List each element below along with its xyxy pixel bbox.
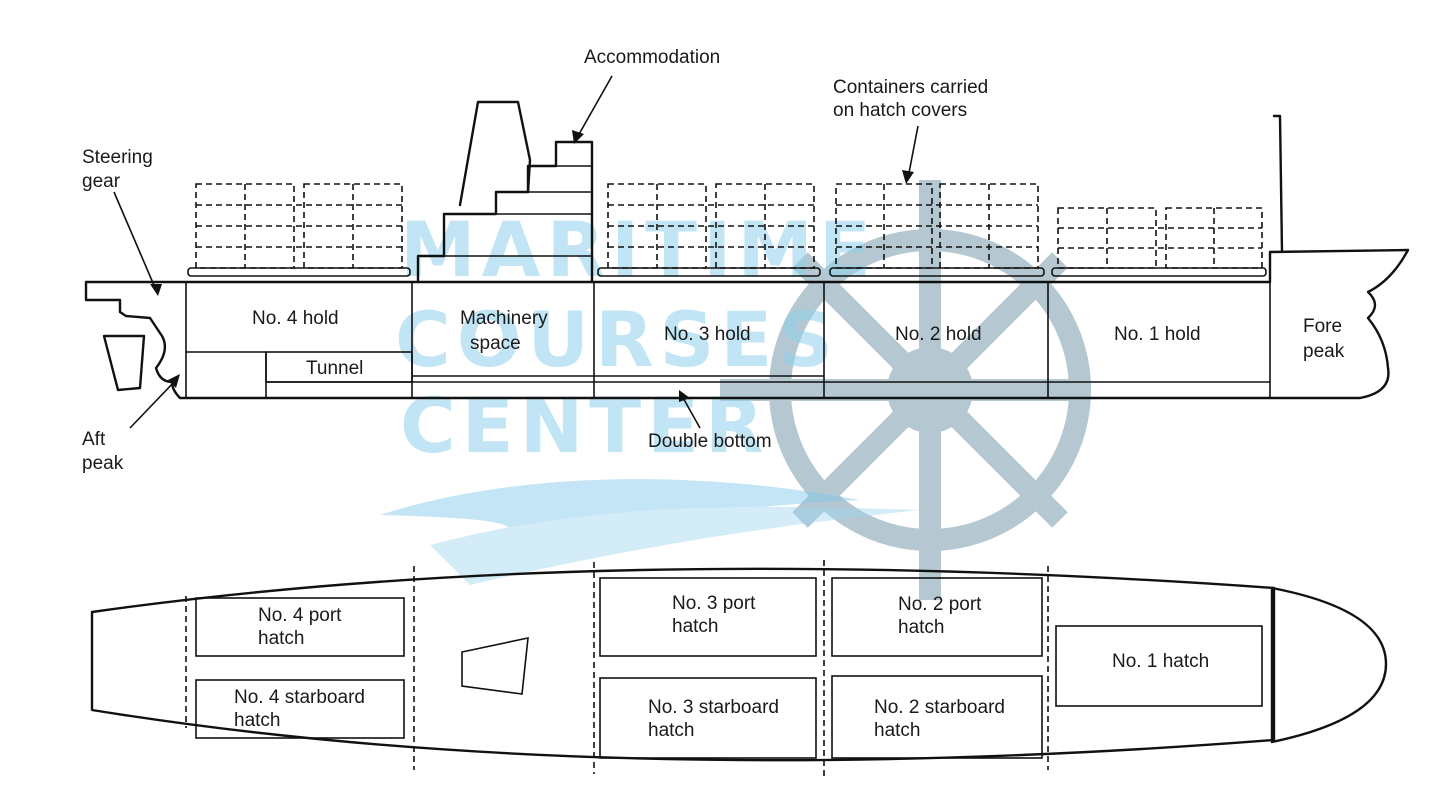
containers-no1 <box>1057 207 1263 269</box>
label-h2p-l1: No. 2 port <box>898 594 982 615</box>
label-fore-l2: peak <box>1303 341 1345 362</box>
label-h4s-l2: hatch <box>234 710 280 731</box>
label-machinery-l1: Machinery <box>460 308 548 329</box>
label-steering-l2: gear <box>82 171 121 192</box>
label-fore-l1: Fore <box>1303 316 1342 337</box>
label-containers-l1: Containers carried <box>833 77 988 98</box>
label-accommodation: Accommodation <box>584 47 720 68</box>
watermark: MARITIME COURSES CENTER <box>380 180 1091 600</box>
label-h4p-l1: No. 4 port <box>258 605 342 626</box>
label-containers-l2: on hatch covers <box>833 100 967 121</box>
label-steering-l1: Steering <box>82 147 153 168</box>
hull-side-outline <box>84 248 1410 400</box>
leader-lines <box>113 75 919 429</box>
label-machinery-l2: space <box>470 333 521 354</box>
watermark-line2: COURSES <box>395 295 839 384</box>
ship-wheel-icon <box>720 180 1091 600</box>
label-h4s-l1: No. 4 starboard <box>234 687 365 708</box>
watermark-line1: MARITIME <box>400 205 877 294</box>
rudder <box>102 334 146 392</box>
engine-casing <box>461 636 529 695</box>
label-aft-l2: peak <box>82 453 124 474</box>
containers-no4 <box>195 183 403 269</box>
plan-view <box>90 560 1388 776</box>
label-h3s-l1: No. 3 starboard <box>648 697 779 718</box>
funnel <box>458 100 532 207</box>
accommodation-arrow <box>577 75 613 137</box>
side-profile <box>84 75 1410 429</box>
label-h3p-l2: hatch <box>672 616 718 637</box>
watermark-line3: CENTER <box>400 381 770 470</box>
label-hold1: No. 1 hold <box>1114 324 1201 345</box>
label-h4p-l2: hatch <box>258 628 304 649</box>
label-hold4: No. 4 hold <box>252 308 339 329</box>
label-h2p-l2: hatch <box>898 617 944 638</box>
label-hold2: No. 2 hold <box>895 324 982 345</box>
containers-no3 <box>607 183 815 269</box>
label-tunnel: Tunnel <box>306 358 363 379</box>
label-h1: No. 1 hatch <box>1112 651 1209 672</box>
fore-mast <box>1272 114 1284 254</box>
label-h3s-l2: hatch <box>648 720 694 741</box>
label-h3p-l1: No. 3 port <box>672 593 756 614</box>
labels: Accommodation Containers carried on hatc… <box>82 47 1345 741</box>
watermark-wave <box>380 479 920 585</box>
label-h2s-l2: hatch <box>874 720 920 741</box>
label-double-bottom: Double bottom <box>648 431 772 452</box>
label-h2s-l1: No. 2 starboard <box>874 697 1005 718</box>
containers-no2 <box>835 183 1039 269</box>
hull-plan-outline <box>90 567 1276 762</box>
label-aft-l1: Aft <box>82 429 106 450</box>
bow-plan <box>1270 586 1388 744</box>
label-hold3: No. 3 hold <box>664 324 751 345</box>
